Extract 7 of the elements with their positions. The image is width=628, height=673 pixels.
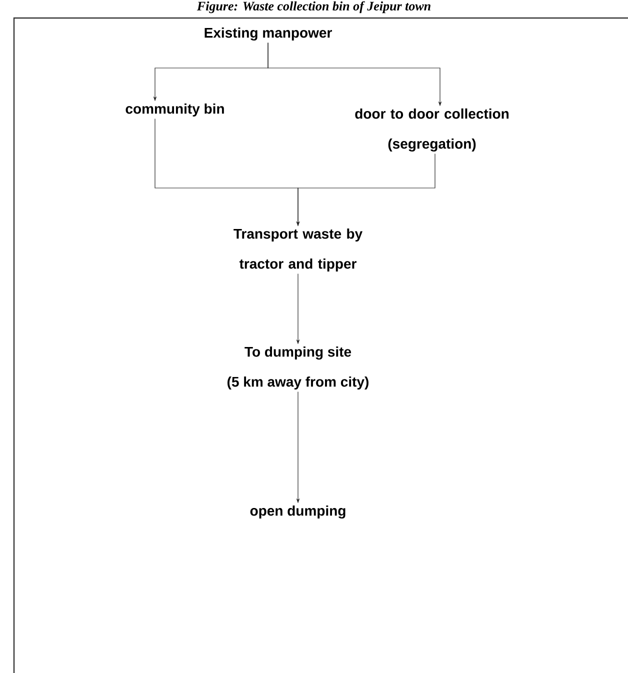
step-text: open dumping [250,505,346,519]
step-text: community bin [126,103,224,117]
step-text: door to door collection (segregation) [355,108,509,152]
step-text: To dumping site (5 km away from city) [228,346,368,390]
figure-title: Figure: Waste collection bin of Jeipur town [196,1,430,14]
step-text: Existing manpower [204,27,332,41]
step-text: Transport waste by tractor and tipper [234,228,362,272]
